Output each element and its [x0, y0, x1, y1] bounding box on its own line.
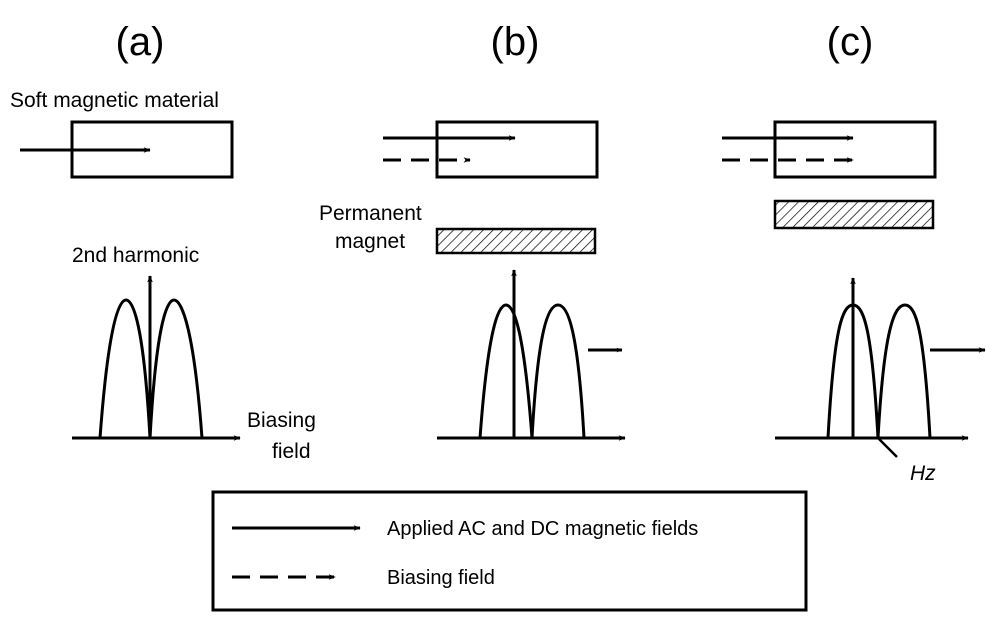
soft-material-core-c [773, 120, 937, 179]
permanent-magnet-label-2: magnet [335, 230, 405, 253]
peak-right-a [148, 298, 204, 439]
biasing-field-label-2: field [272, 440, 311, 463]
soft-material-label: Soft magnetic material [10, 89, 219, 112]
peak-right-b [530, 303, 586, 439]
peak-right-c [876, 303, 932, 439]
peak-left-b [478, 303, 534, 439]
legend-dashed-label: Biasing field [387, 567, 495, 589]
panel-b-label: (b) [491, 20, 540, 64]
permanent-magnet-c [773, 199, 935, 230]
permanent-magnet-b [435, 227, 597, 255]
legend-solid-label: Applied AC and DC magnetic fields [387, 518, 698, 540]
soft-material-core-b [435, 120, 599, 179]
hz-leader-line [877, 437, 898, 458]
panel-c-label: (c) [827, 20, 874, 64]
peak-left-c [826, 303, 880, 439]
permanent-magnet-label-1: Permanent [319, 202, 422, 225]
legend-box [211, 490, 808, 612]
panel-a-label: (a) [116, 20, 165, 64]
hz-label: Hz [910, 462, 936, 485]
second-harmonic-label: 2nd harmonic [72, 244, 199, 267]
peak-left-a [98, 298, 152, 439]
biasing-field-label-1: Biasing [247, 409, 316, 432]
